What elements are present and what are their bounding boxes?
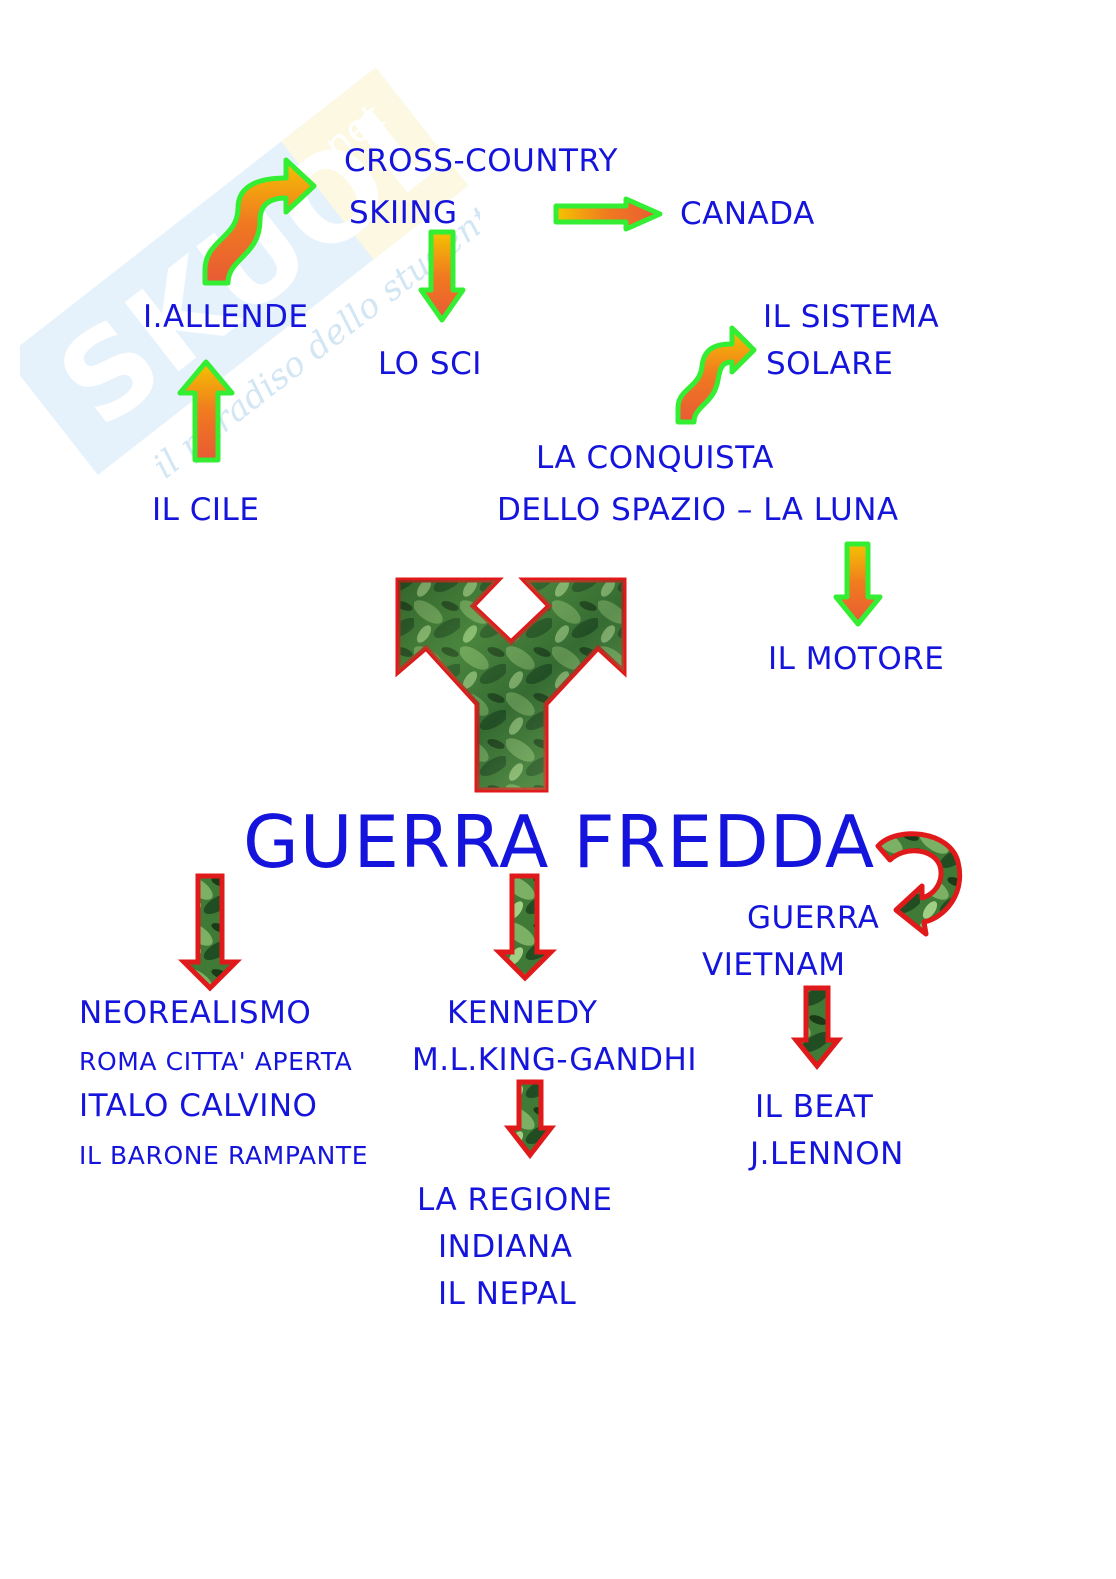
label-la-regione: LA REGIONE <box>417 1185 613 1216</box>
curved-arrow-allende-to-skiing <box>205 160 314 283</box>
label-kennedy: KENNEDY <box>447 998 598 1029</box>
arrow-skiing-to-lo-sci <box>421 232 463 320</box>
arrow-vietnam-to-beat <box>796 988 838 1066</box>
curved-arrow-to-vietnam <box>878 834 960 934</box>
label-roma-citta-aperta: ROMA CITTA' APERTA <box>79 1049 352 1074</box>
arrow-to-neorealismo <box>184 876 236 988</box>
label-indiana: INDIANA <box>438 1232 572 1263</box>
label-barone-rampante: IL BARONE RAMPANTE <box>79 1143 368 1168</box>
label-lo-sci: LO SCI <box>378 349 482 380</box>
label-solare: SOLARE <box>766 349 893 380</box>
label-j-lennon: J.LENNON <box>750 1139 904 1170</box>
arrow-skiing-to-canada <box>556 199 660 229</box>
arrow-gandhi-to-regione <box>509 1082 551 1155</box>
label-italo-calvino: ITALO CALVINO <box>79 1091 317 1122</box>
y-shape-shading <box>398 580 624 790</box>
label-cross-country: CROSS-COUNTRY <box>344 146 618 177</box>
label-skiing: SKIING <box>349 198 458 229</box>
arrow-to-kennedy <box>499 876 551 978</box>
label-il-beat: IL BEAT <box>755 1092 873 1123</box>
label-la-conquista: LA CONQUISTA <box>536 443 774 474</box>
label-dello-spazio: DELLO SPAZIO – LA LUNA <box>497 495 899 526</box>
label-il-motore: IL MOTORE <box>768 644 944 675</box>
arrow-luna-to-motore <box>836 544 880 624</box>
label-allende: I.ALLENDE <box>143 302 308 333</box>
label-il-sistema: IL SISTEMA <box>763 302 939 333</box>
label-guerra: GUERRA <box>747 903 879 934</box>
label-vietnam: VIETNAM <box>702 950 846 981</box>
label-il-cile: IL CILE <box>152 495 259 526</box>
label-neorealismo: NEOREALISMO <box>79 998 311 1029</box>
arrow-cile-to-allende <box>180 362 232 460</box>
label-il-nepal: IL NEPAL <box>438 1279 576 1310</box>
label-king-gandhi: M.L.KING-GANDHI <box>412 1045 697 1076</box>
label-canada: CANADA <box>680 199 815 230</box>
curved-arrow-conquista-to-sistema <box>678 328 754 422</box>
main-title: GUERRA FREDDA <box>243 806 875 878</box>
